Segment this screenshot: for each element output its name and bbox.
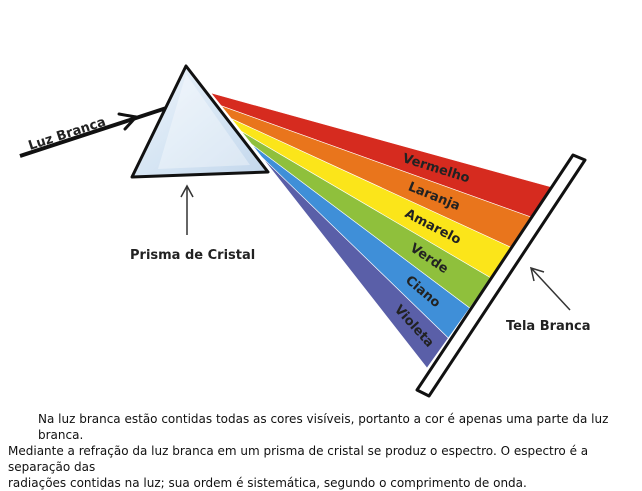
prism-shape — [130, 64, 270, 179]
screen-label: Tela Branca — [506, 319, 591, 334]
prism-highlight — [158, 74, 250, 169]
screen-pointer-arrow — [529, 266, 571, 311]
spectrum-fan — [210, 92, 556, 369]
incoming-light-label: Luz Branca — [27, 115, 108, 154]
caption: Na luz branca estão contidas todas as co… — [8, 411, 634, 491]
white-screen — [415, 153, 587, 398]
caption-line-3: radiações contidas na luz; sua ordem é s… — [8, 476, 527, 490]
ray-arrowhead — [117, 112, 138, 131]
caption-line-1: Na luz branca estão contidas todas as co… — [38, 412, 609, 442]
prism-dispersion-diagram: Luz Branca Prisma de Cristal Tela Branca… — [19, 64, 591, 398]
prism-label: Prisma de Cristal — [130, 248, 255, 263]
prism-pointer-arrow — [180, 184, 194, 235]
spectrum-band-violeta — [261, 156, 449, 369]
caption-line-2: Mediante a refração da luz branca em um … — [8, 444, 589, 474]
